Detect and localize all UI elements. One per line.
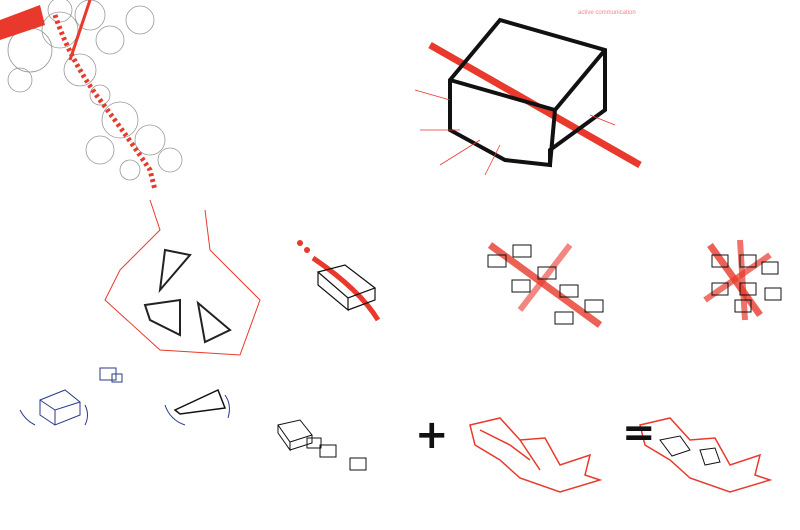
box-with-line: [297, 240, 381, 322]
boxes-cluster: [703, 239, 782, 321]
boxes-on-axis: [487, 242, 604, 328]
red-route: [0, 0, 158, 191]
site-circles: [7, 0, 183, 181]
plus-operator: +: [415, 412, 449, 458]
red-massing: [469, 417, 603, 493]
equals-operator: =: [622, 410, 656, 456]
legend-active-communication: active communication: [578, 10, 636, 16]
blue-sketches: [19, 367, 230, 426]
building-axonometric: [414, 17, 642, 176]
boxes-row: [277, 419, 367, 471]
combined-massing: [639, 417, 773, 493]
plan-triangles: [104, 199, 261, 356]
